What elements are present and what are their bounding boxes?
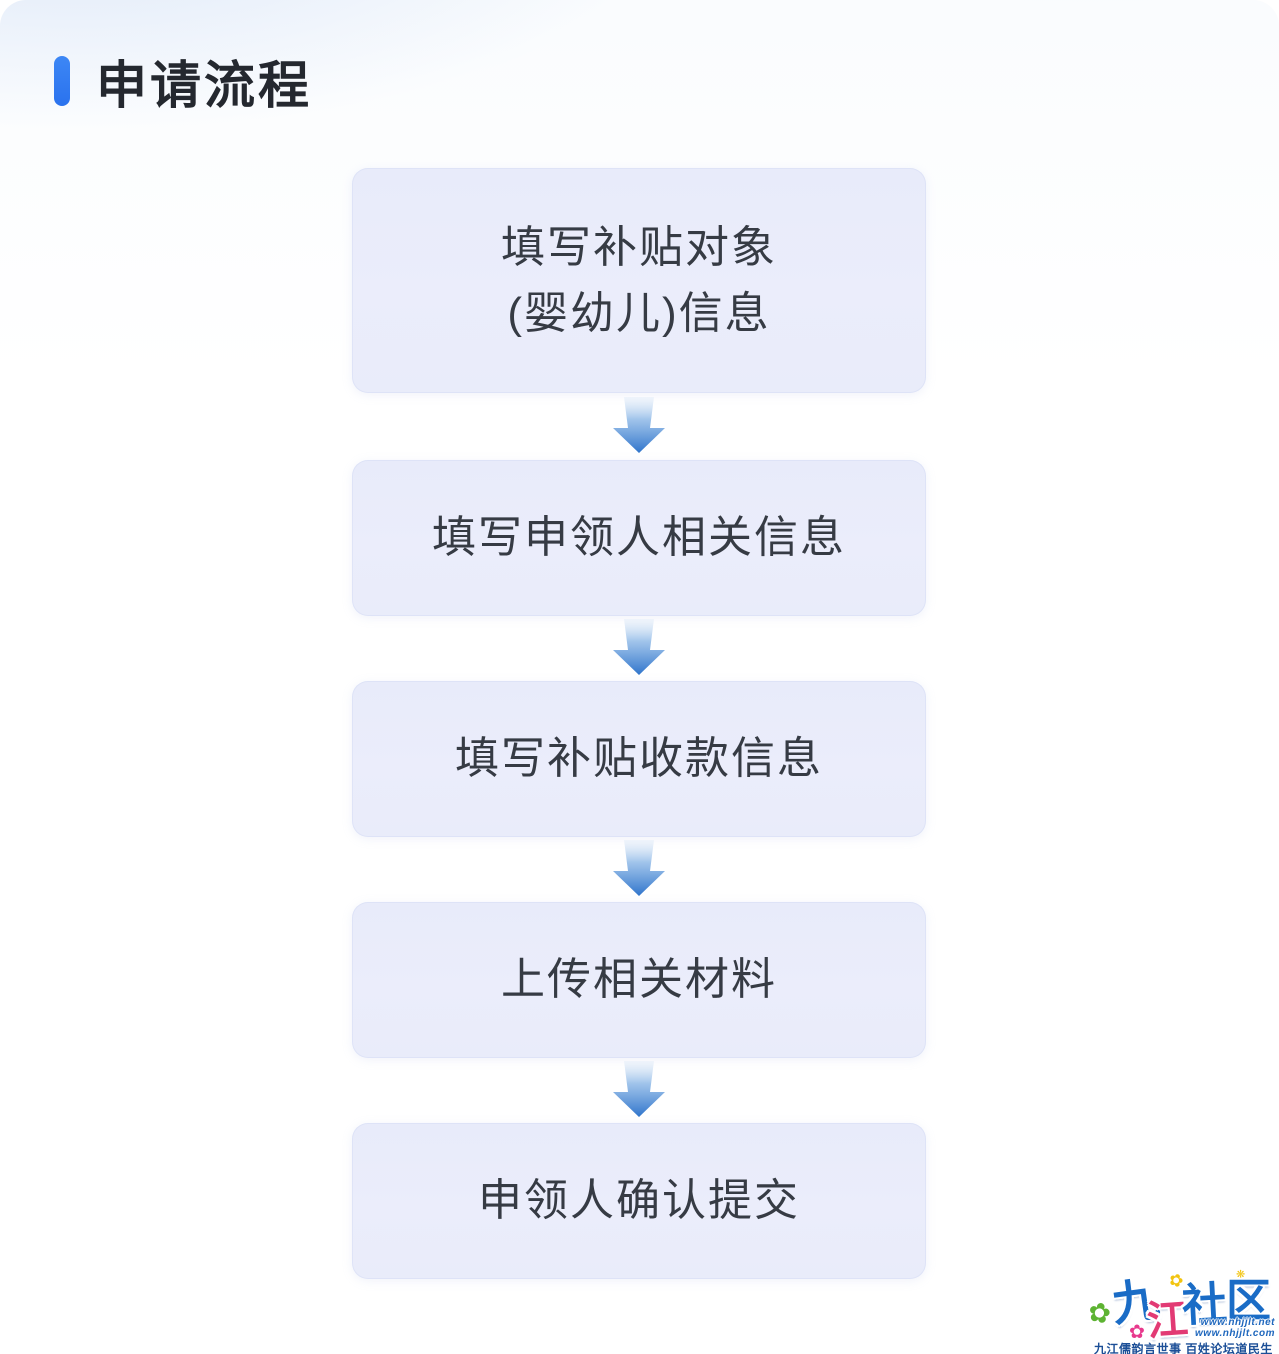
jiujiang-community-watermark: ✿ ✿ ✿ ❋ 九 江 社 区 www.nhjjlt.net www.nhjjl… bbox=[1085, 1269, 1279, 1354]
flow-step-label: 填写申领人相关信息 bbox=[432, 513, 846, 562]
flow-step-2: 填写申领人相关信息 bbox=[352, 460, 926, 616]
logo-url: www.nhjjlt.net bbox=[1200, 1317, 1275, 1328]
section-header: 申请流程 bbox=[54, 44, 312, 118]
arrow-down-icon bbox=[613, 619, 665, 675]
flow-step-4: 上传相关材料 bbox=[352, 902, 926, 1058]
flow-step-label: 填写补贴对象 (婴幼儿)信息 bbox=[501, 222, 777, 338]
flow-step-3: 填写补贴收款信息 bbox=[352, 681, 926, 837]
logo-char: 区 bbox=[1226, 1275, 1272, 1326]
flow-step-1: 填写补贴对象 (婴幼儿)信息 bbox=[352, 168, 926, 393]
flower-icon: ✿ bbox=[1085, 1295, 1114, 1331]
flow-step-label: 填写补贴收款信息 bbox=[455, 734, 823, 783]
sparkle-icon: ❋ bbox=[1236, 1269, 1246, 1281]
logo-url: www.nhjjlt.com bbox=[1195, 1328, 1275, 1339]
flow-step-label: 申领人确认提交 bbox=[478, 1176, 800, 1225]
flow-step-5: 申领人确认提交 bbox=[352, 1123, 926, 1279]
arrow-down-icon bbox=[613, 840, 665, 896]
arrow-down-icon bbox=[613, 397, 665, 453]
flow-step-label: 上传相关材料 bbox=[501, 955, 777, 1004]
arrow-down-icon bbox=[613, 1061, 665, 1117]
logo-tagline: 九江儒韵言世事 百姓论坛道民生 bbox=[1094, 1342, 1273, 1354]
accent-bar bbox=[54, 56, 70, 106]
flower-icon: ✿ bbox=[1129, 1322, 1145, 1343]
page-title: 申请流程 bbox=[96, 57, 313, 114]
